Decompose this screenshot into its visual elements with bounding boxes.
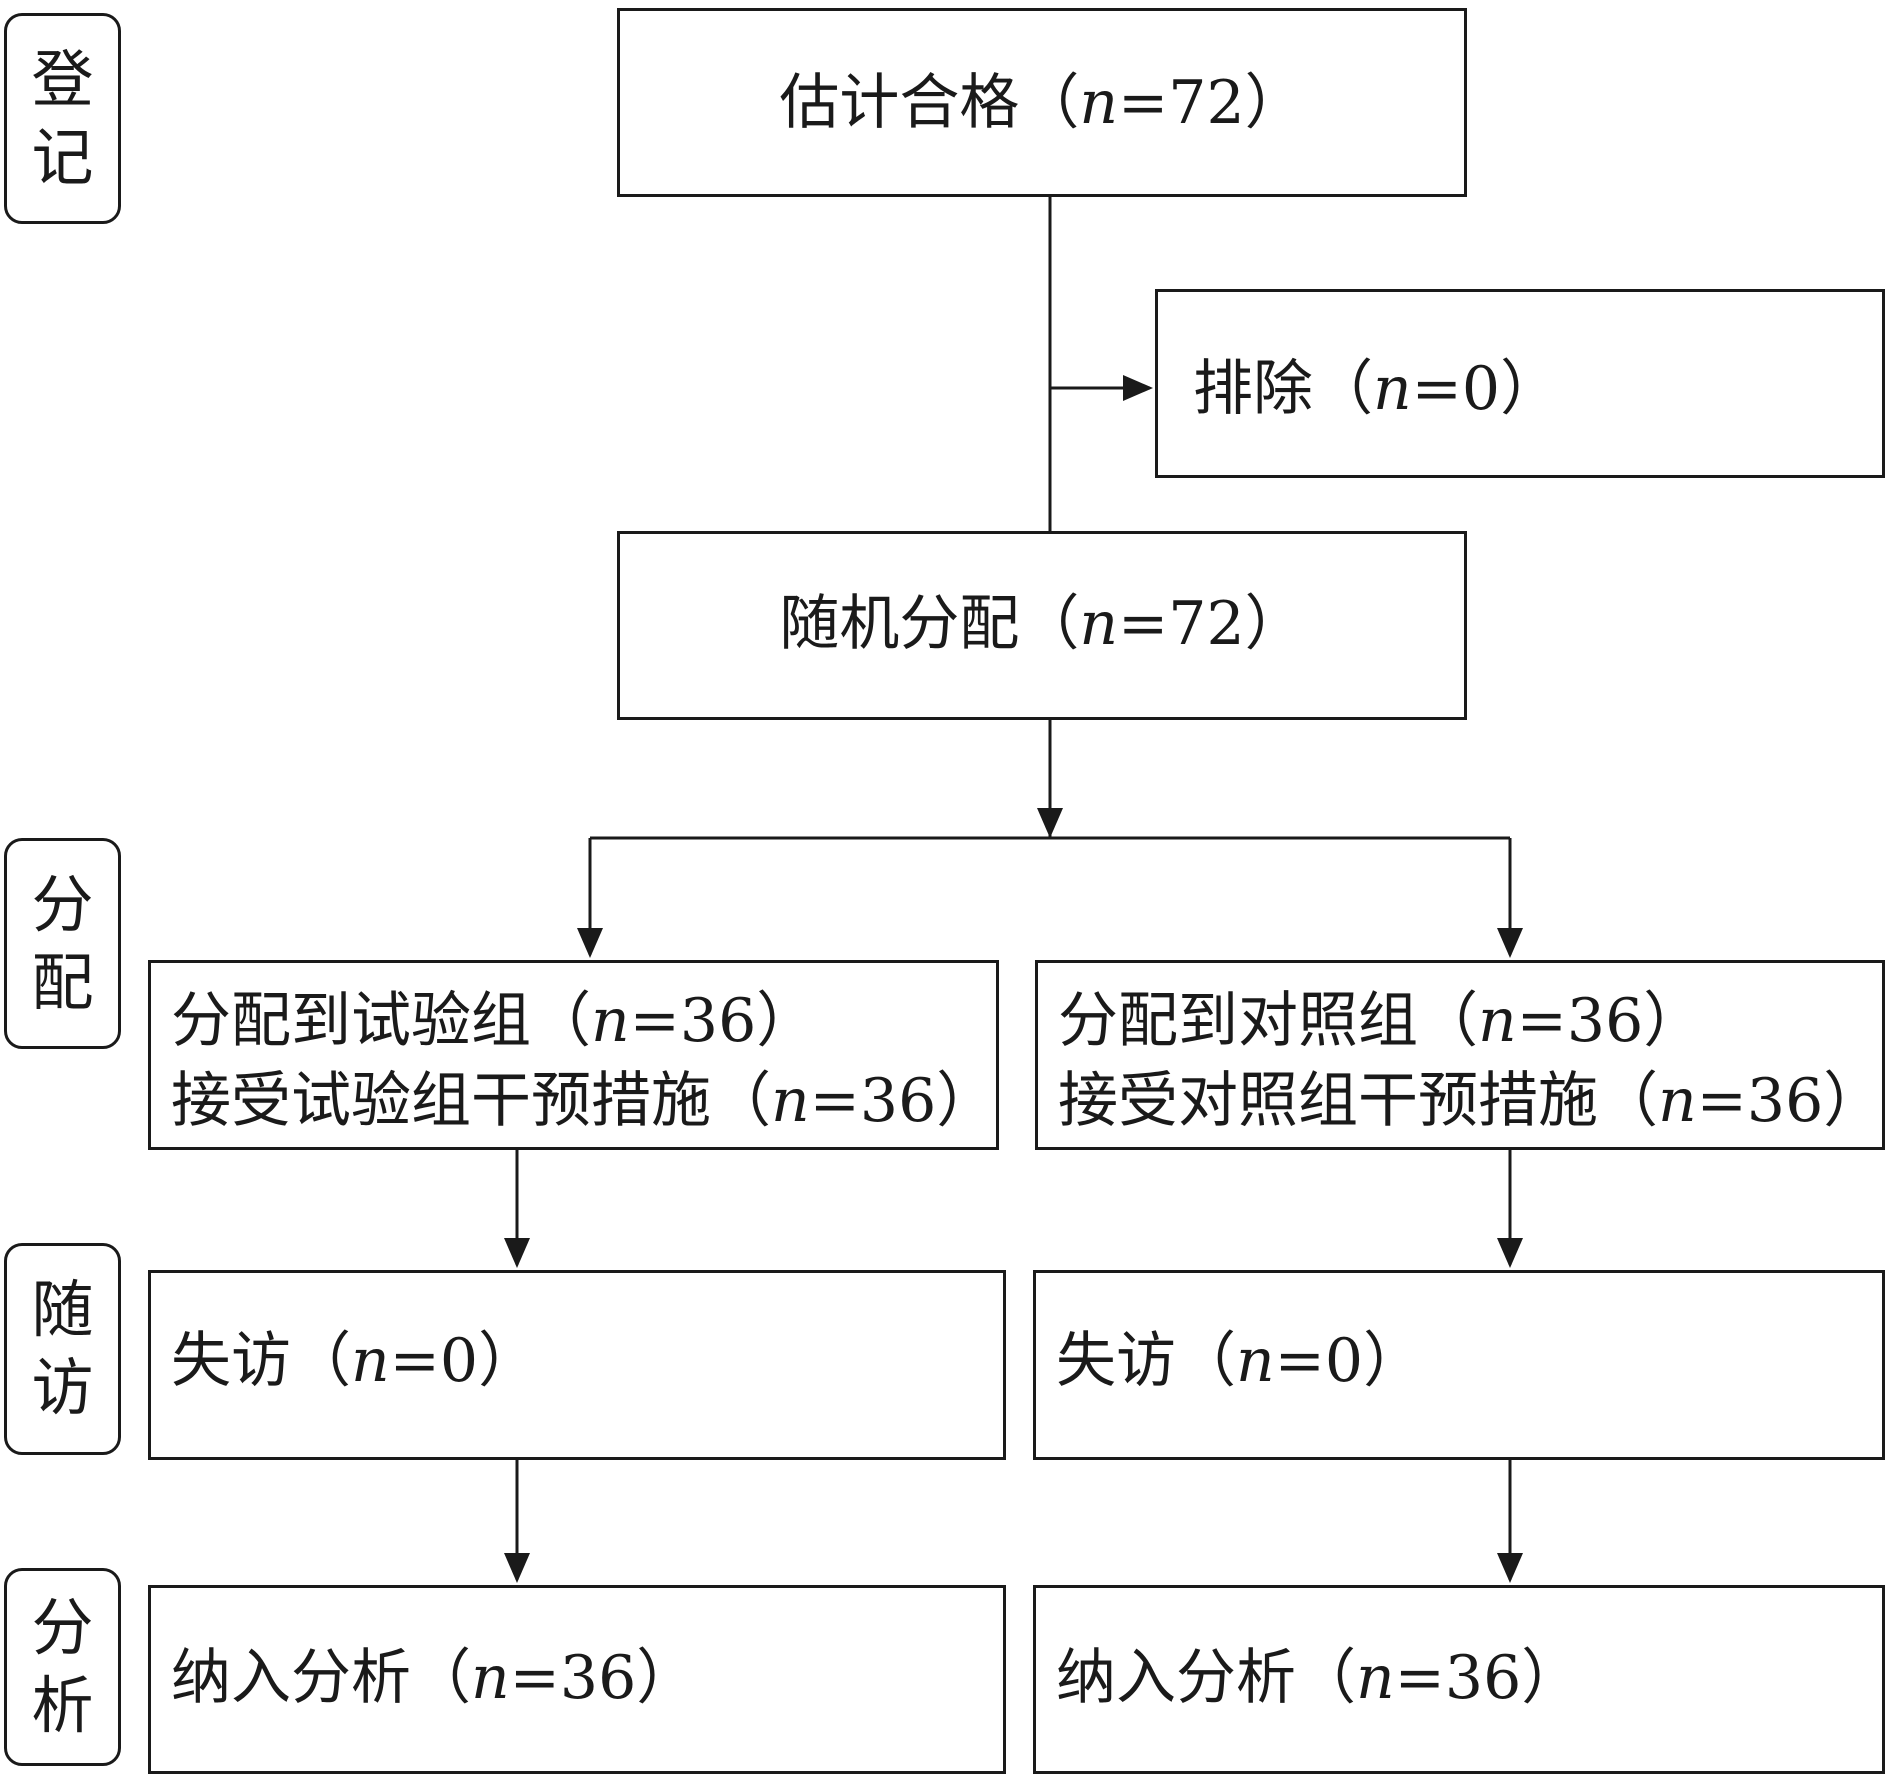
control-lost-text: 失访（n=0） — [1056, 1326, 1424, 1396]
control-lost-box: 失访（n=0） — [1033, 1270, 1885, 1460]
arrow-to-trial-analysis — [504, 1553, 530, 1583]
arrow-to-control-analysis — [1497, 1553, 1523, 1583]
randomized-text: 随机分配（n=72） — [779, 589, 1305, 659]
control-allocation-line1: 分配到对照组（n=36） — [1058, 986, 1704, 1056]
arrow-to-trial-alloc — [577, 928, 603, 958]
arrow-to-trial-lost — [504, 1238, 530, 1268]
arrow-to-control-lost — [1497, 1238, 1523, 1268]
stage-label-enrollment: 登 记 — [4, 13, 121, 224]
trial-allocation-box: 分配到试验组（n=36） 接受试验组干预措施（n=36） — [148, 960, 999, 1150]
excluded-text: 排除（n=0） — [1193, 354, 1561, 424]
trial-analysis-text: 纳入分析（n=36） — [171, 1643, 697, 1713]
excluded-box: 排除（n=0） — [1155, 289, 1885, 478]
control-analysis-text: 纳入分析（n=36） — [1056, 1643, 1582, 1713]
trial-analysis-box: 纳入分析（n=36） — [148, 1585, 1006, 1774]
stage-label-analysis: 分 析 — [4, 1568, 121, 1766]
arrow-to-branch — [1037, 808, 1063, 838]
trial-lost-box: 失访（n=0） — [148, 1270, 1006, 1460]
stage-label-allocation: 分 配 — [4, 838, 121, 1049]
control-allocation-box: 分配到对照组（n=36） 接受对照组干预措施（n=36） — [1035, 960, 1885, 1150]
randomized-box: 随机分配（n=72） — [617, 531, 1467, 720]
eligible-box: 估计合格（n=72） — [617, 8, 1467, 197]
trial-allocation-line2: 接受试验组干预措施（n=36） — [171, 1066, 997, 1136]
control-analysis-box: 纳入分析（n=36） — [1033, 1585, 1885, 1774]
eligible-text: 估计合格（n=72） — [779, 68, 1305, 138]
control-allocation-line2: 接受对照组干预措施（n=36） — [1058, 1066, 1884, 1136]
arrow-to-excluded — [1123, 375, 1153, 401]
trial-allocation-line1: 分配到试验组（n=36） — [171, 986, 817, 1056]
arrow-to-control-alloc — [1497, 928, 1523, 958]
stage-label-followup: 随 访 — [4, 1243, 121, 1455]
trial-lost-text: 失访（n=0） — [171, 1326, 539, 1396]
